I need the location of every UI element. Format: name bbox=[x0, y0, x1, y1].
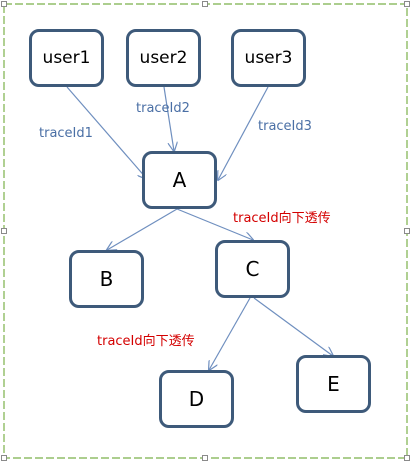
arrow-a-to-b bbox=[107, 208, 178, 250]
edge-label-pass-down-a-c: traceId向下透传 bbox=[233, 211, 331, 226]
node-a[interactable]: A bbox=[142, 151, 217, 209]
node-user2[interactable]: user2 bbox=[126, 29, 201, 87]
resize-handle-top-right[interactable] bbox=[404, 1, 410, 7]
arrow-a-to-c bbox=[176, 208, 253, 240]
arrow-c-to-e bbox=[253, 297, 333, 356]
node-c[interactable]: C bbox=[215, 240, 290, 298]
arrow-user3-to-a bbox=[218, 86, 269, 180]
edge-label-traceid3: traceId3 bbox=[258, 119, 312, 134]
resize-handle-right[interactable] bbox=[404, 228, 410, 234]
arrow-c-to-d bbox=[209, 297, 251, 370]
node-e[interactable]: E bbox=[296, 355, 371, 413]
edge-label-pass-down-c-d: traceId向下透传 bbox=[97, 334, 195, 349]
resize-handle-left[interactable] bbox=[1, 228, 7, 234]
arrow-user2-to-a bbox=[163, 86, 174, 151]
arrow-user1-to-a bbox=[66, 86, 147, 179]
edge-label-traceid2: traceId2 bbox=[136, 101, 190, 116]
resize-handle-bottom[interactable] bbox=[202, 455, 208, 461]
resize-handle-bottom-left[interactable] bbox=[1, 455, 7, 461]
resize-handle-bottom-right[interactable] bbox=[404, 455, 410, 461]
node-user1[interactable]: user1 bbox=[29, 29, 104, 87]
node-d[interactable]: D bbox=[159, 370, 234, 428]
node-b[interactable]: B bbox=[69, 250, 144, 308]
node-user3[interactable]: user3 bbox=[231, 29, 306, 87]
edge-label-traceid1: traceId1 bbox=[39, 126, 93, 141]
resize-handle-top[interactable] bbox=[202, 1, 208, 7]
resize-handle-top-left[interactable] bbox=[1, 1, 7, 7]
